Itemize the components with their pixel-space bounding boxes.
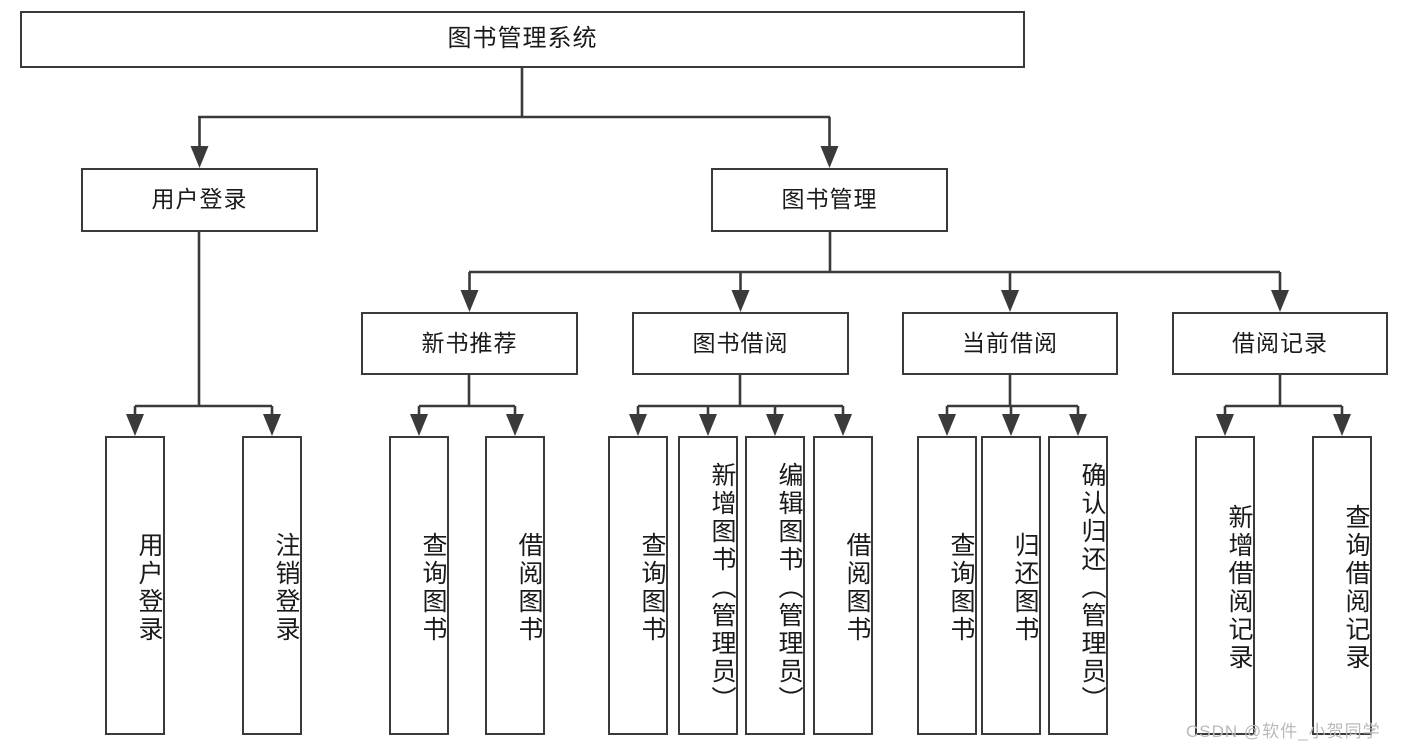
- arrowhead-icon: [1333, 414, 1351, 436]
- node-borrow-record[interactable]: 借阅记录: [1172, 312, 1388, 375]
- arrowhead-icon: [731, 290, 750, 312]
- node-label: 查询图书: [419, 531, 447, 644]
- arrowhead-icon: [126, 414, 144, 436]
- leaf-borrow-book-1[interactable]: 借阅图书: [485, 436, 545, 735]
- csdn-watermark: CSDN @软件_小贺同学: [1186, 722, 1381, 741]
- node-label: 查询借阅记录: [1342, 503, 1370, 672]
- arrowhead-icon: [1216, 414, 1234, 436]
- arrowhead-icon: [263, 414, 281, 436]
- arrowhead-icon: [834, 414, 852, 436]
- arrowhead-icon: [938, 414, 956, 436]
- node-label: 编辑图书（管理员）: [775, 461, 803, 714]
- node-label: 用户登录: [135, 531, 163, 644]
- node-label: 确认归还（管理员）: [1078, 461, 1106, 714]
- node-current-borrow[interactable]: 当前借阅: [902, 312, 1118, 375]
- node-label: 用户登录: [151, 186, 248, 213]
- leaf-query-book-2[interactable]: 查询图书: [608, 436, 668, 735]
- node-book-management[interactable]: 图书管理: [711, 168, 948, 232]
- node-label: 归还图书: [1011, 531, 1039, 644]
- leaf-add-book-admin[interactable]: 新增图书（管理员）: [678, 436, 738, 735]
- node-label: 新增图书（管理员）: [708, 461, 736, 714]
- node-user-login[interactable]: 用户登录: [81, 168, 318, 232]
- node-label: 新增借阅记录: [1225, 503, 1253, 672]
- arrowhead-icon: [1002, 414, 1020, 436]
- node-label: 借阅图书: [843, 531, 871, 644]
- node-label: 借阅记录: [1232, 329, 1328, 356]
- leaf-add-borrow-record[interactable]: 新增借阅记录: [1195, 436, 1255, 735]
- leaf-edit-book-admin[interactable]: 编辑图书（管理员）: [745, 436, 805, 735]
- leaf-query-book-3[interactable]: 查询图书: [917, 436, 977, 735]
- node-label: 图书管理: [781, 186, 878, 213]
- node-new-book-recommend[interactable]: 新书推荐: [361, 312, 578, 375]
- arrowhead-icon: [460, 290, 479, 312]
- arrowhead-icon: [190, 146, 209, 168]
- node-label: 查询图书: [638, 531, 666, 644]
- arrowhead-icon: [629, 414, 647, 436]
- arrowhead-icon: [410, 414, 428, 436]
- node-label: 图书管理系统: [447, 25, 598, 53]
- node-root-system[interactable]: 图书管理系统: [20, 11, 1025, 68]
- leaf-confirm-return-admin[interactable]: 确认归还（管理员）: [1048, 436, 1108, 735]
- leaf-borrow-book-2[interactable]: 借阅图书: [813, 436, 873, 735]
- node-label: 新书推荐: [421, 329, 518, 356]
- leaf-query-book-1[interactable]: 查询图书: [389, 436, 449, 735]
- arrowhead-icon: [1271, 290, 1289, 312]
- node-label: 当前借阅: [962, 329, 1058, 356]
- arrowhead-icon: [820, 146, 839, 168]
- leaf-return-book[interactable]: 归还图书: [981, 436, 1041, 735]
- node-book-borrow[interactable]: 图书借阅: [632, 312, 849, 375]
- node-label: 查询图书: [947, 531, 975, 644]
- leaf-query-borrow-record[interactable]: 查询借阅记录: [1312, 436, 1372, 735]
- arrowhead-icon: [766, 414, 784, 436]
- node-label: 借阅图书: [515, 531, 543, 644]
- arrowhead-icon: [699, 414, 717, 436]
- arrowhead-icon: [1001, 290, 1019, 312]
- arrowhead-icon: [1069, 414, 1087, 436]
- leaf-user-login[interactable]: 用户登录: [105, 436, 165, 735]
- arrowhead-icon: [506, 414, 524, 436]
- node-label: 图书借阅: [692, 329, 789, 356]
- leaf-logout[interactable]: 注销登录: [242, 436, 302, 735]
- node-label: 注销登录: [272, 531, 300, 644]
